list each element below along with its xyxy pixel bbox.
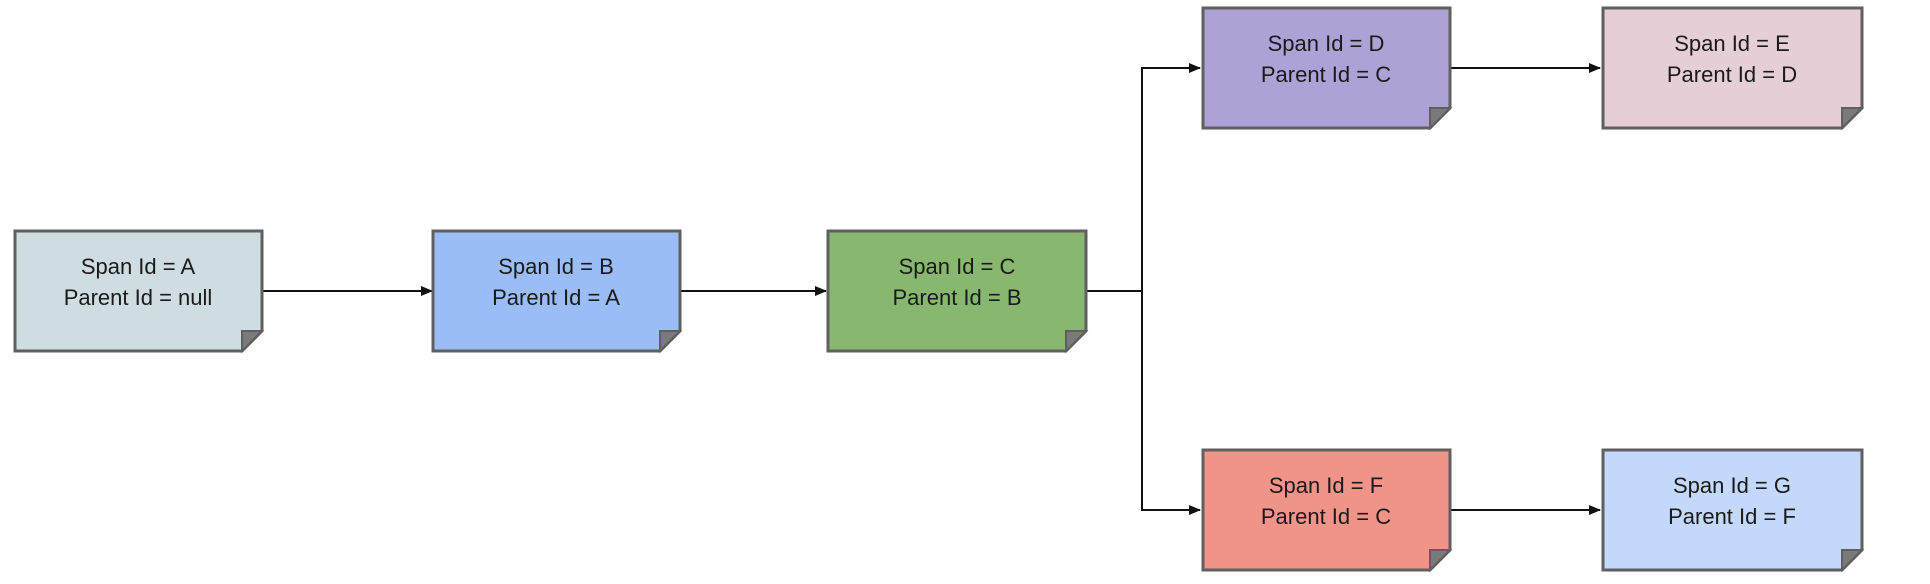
span-node-d: Span Id = D Parent Id = C bbox=[1201, 6, 1453, 131]
node-e-span-id: Span Id = E bbox=[1674, 31, 1790, 56]
node-b-parent-id: Parent Id = A bbox=[492, 285, 620, 310]
node-a-fold bbox=[241, 330, 265, 354]
edges bbox=[262, 63, 1601, 515]
node-e-parent-id: Parent Id = D bbox=[1667, 62, 1797, 87]
node-a-parent-id: Parent Id = null bbox=[64, 285, 213, 310]
span-node-f: Span Id = F Parent Id = C bbox=[1201, 448, 1453, 573]
node-g-parent-id: Parent Id = F bbox=[1668, 504, 1796, 529]
span-node-b: Span Id = B Parent Id = A bbox=[431, 229, 683, 354]
node-e-fold bbox=[1841, 107, 1865, 131]
node-g-span-id: Span Id = G bbox=[1673, 473, 1791, 498]
node-d-parent-id: Parent Id = C bbox=[1261, 62, 1391, 87]
node-g-fold bbox=[1841, 549, 1865, 573]
edge-c-to-d bbox=[1086, 63, 1201, 292]
node-b-span-id: Span Id = B bbox=[498, 254, 614, 279]
node-d-span-id: Span Id = D bbox=[1268, 31, 1385, 56]
span-node-c: Span Id = C Parent Id = B bbox=[826, 229, 1089, 354]
node-f-parent-id: Parent Id = C bbox=[1261, 504, 1391, 529]
node-c-parent-id: Parent Id = B bbox=[892, 285, 1021, 310]
span-node-g: Span Id = G Parent Id = F bbox=[1601, 448, 1865, 573]
node-b-fold bbox=[659, 330, 683, 354]
node-c-span-id: Span Id = C bbox=[899, 254, 1016, 279]
node-f-span-id: Span Id = F bbox=[1269, 473, 1383, 498]
node-c-fold bbox=[1065, 330, 1089, 354]
node-a-span-id: Span Id = A bbox=[81, 254, 196, 279]
node-d-fold bbox=[1429, 107, 1453, 131]
span-node-e: Span Id = E Parent Id = D bbox=[1601, 6, 1865, 131]
edge-c-to-f bbox=[1086, 290, 1201, 515]
span-node-a: Span Id = A Parent Id = null bbox=[13, 229, 265, 354]
node-f-fold bbox=[1429, 549, 1453, 573]
